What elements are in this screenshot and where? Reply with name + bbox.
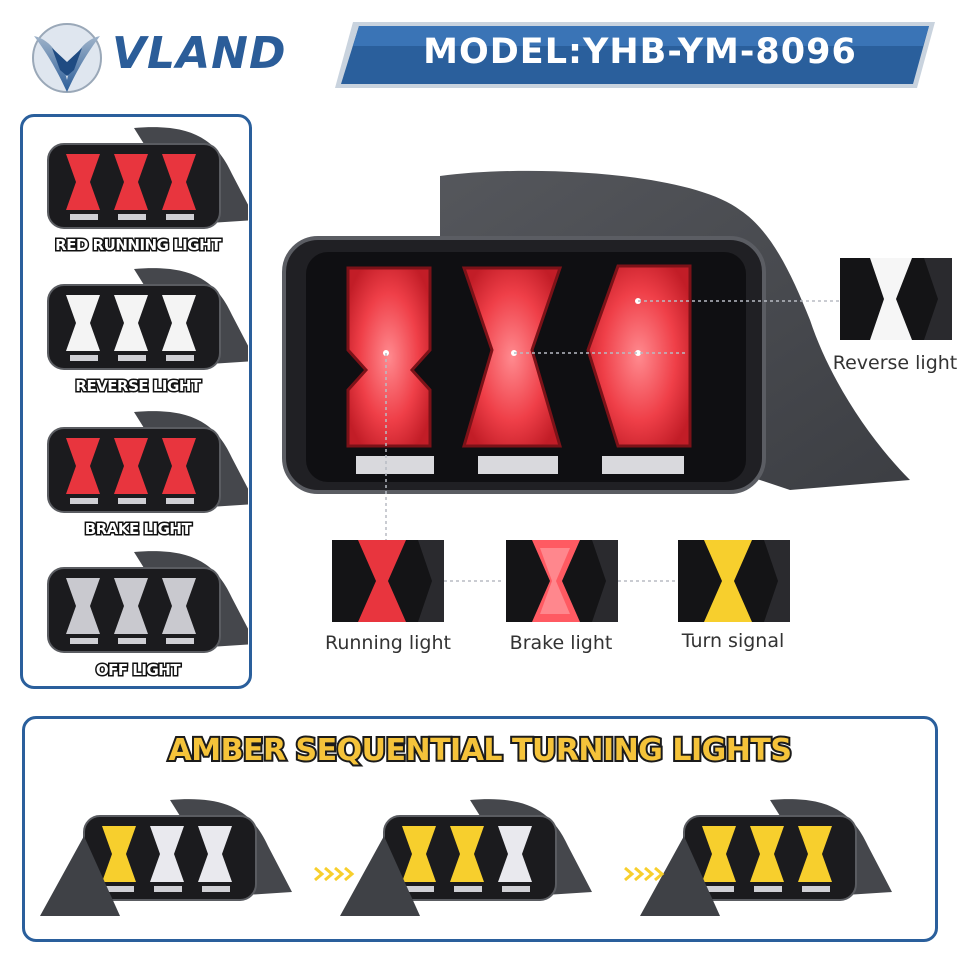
callout-reverse-light: Reverse light bbox=[832, 352, 958, 374]
mode-thumbnail-2 bbox=[47, 268, 248, 370]
callout-leader-lines bbox=[444, 580, 678, 582]
mode-thumbnail-4 bbox=[47, 551, 248, 653]
chevron-right-arrows-icon bbox=[624, 866, 665, 882]
mode-label-red-running: RED RUNNING LIGHT bbox=[54, 235, 223, 256]
mode-thumbnail-1 bbox=[47, 127, 248, 229]
brake-light-detail bbox=[506, 540, 618, 622]
sequential-steps bbox=[40, 799, 892, 916]
running-light-detail bbox=[332, 540, 444, 622]
mode-label-reverse: REVERSE LIGHT bbox=[74, 376, 203, 397]
brand-logo bbox=[22, 18, 292, 96]
sequential-step-2 bbox=[340, 799, 592, 916]
vland-wing-logo-icon bbox=[32, 23, 102, 93]
chevron-right-arrows-icon bbox=[314, 866, 355, 882]
chevron-lamp-1 bbox=[346, 266, 432, 448]
sequential-step-3 bbox=[640, 799, 892, 916]
light-modes-thumbnails bbox=[47, 127, 248, 653]
callout-running-light: Running light bbox=[324, 632, 451, 654]
turn-signal-detail bbox=[678, 540, 790, 622]
brand-name: VLAND bbox=[112, 28, 287, 79]
mode-label-off: OFF LIGHT bbox=[94, 660, 182, 681]
reverse-light-detail bbox=[840, 258, 952, 340]
callout-turn-signal: Turn signal bbox=[681, 630, 785, 652]
main-tail-light bbox=[282, 170, 910, 550]
model-number: MODEL:YHB-YM-8096 bbox=[423, 32, 857, 72]
mode-label-brake: BRAKE LIGHT bbox=[83, 519, 193, 540]
model-banner bbox=[335, 22, 935, 88]
mode-thumbnail-3 bbox=[47, 411, 248, 513]
sequential-title: AMBER SEQUENTIAL TURNING LIGHTS bbox=[167, 731, 794, 770]
sequential-step-1 bbox=[40, 799, 292, 916]
callout-brake-light: Brake light bbox=[509, 632, 613, 654]
